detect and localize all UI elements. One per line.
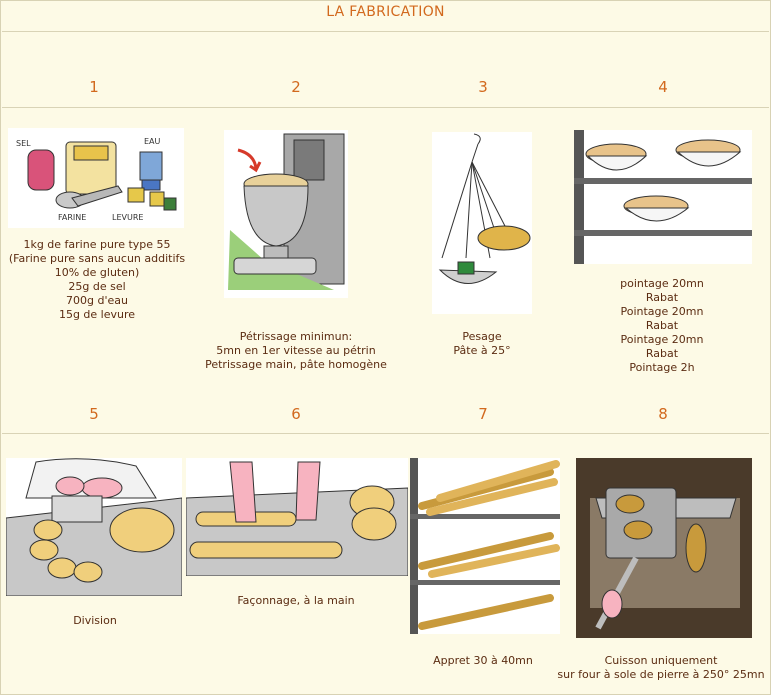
step-caption-6: Façonnage, à la main [237,594,355,607]
oven-peel-icon [576,458,752,638]
svg-text:EAU: EAU [144,137,161,146]
scale-icon [432,132,532,314]
step-caption-4: pointage 20mn Rabat Pointage 20mn Rabat … [620,277,704,374]
step-number-5: 5 [89,405,99,423]
divider [2,31,769,32]
step-caption-1: 1kg de farine pure type 55 (Farine pure … [8,238,186,321]
step-number-6: 6 [291,405,301,423]
step-number-3: 3 [478,78,488,96]
page-title: LA FABRICATION [326,4,445,20]
dough-division-icon [6,458,182,596]
divider [2,433,769,434]
svg-text:LEVURE: LEVURE [112,213,143,222]
step-caption-5: Division [73,614,117,627]
step-caption-3: Pesage Pâte à 25° [453,330,511,357]
kneading-machine-icon [224,130,348,298]
divider [2,107,769,108]
step-caption-2: Pétrissage minimun: 5mn en 1er vitesse a… [205,330,387,371]
step-caption-7: Appret 30 à 40mn [433,654,533,667]
step-caption-8: Cuisson uniquement sur four à sole de pi… [557,654,765,681]
hand-shaping-icon [186,458,408,576]
proofing-bowls-icon [574,130,752,264]
svg-text:FARINE: FARINE [58,213,86,222]
step-number-2: 2 [291,78,301,96]
step-number-4: 4 [658,78,668,96]
step-number-8: 8 [658,405,668,423]
step-number-1: 1 [89,78,99,96]
svg-text:SEL: SEL [16,139,31,148]
ingredients-icon: SEL EAU FARINE LEVURE [8,128,184,228]
baguette-rack-icon [410,458,560,634]
step-number-7: 7 [478,405,488,423]
